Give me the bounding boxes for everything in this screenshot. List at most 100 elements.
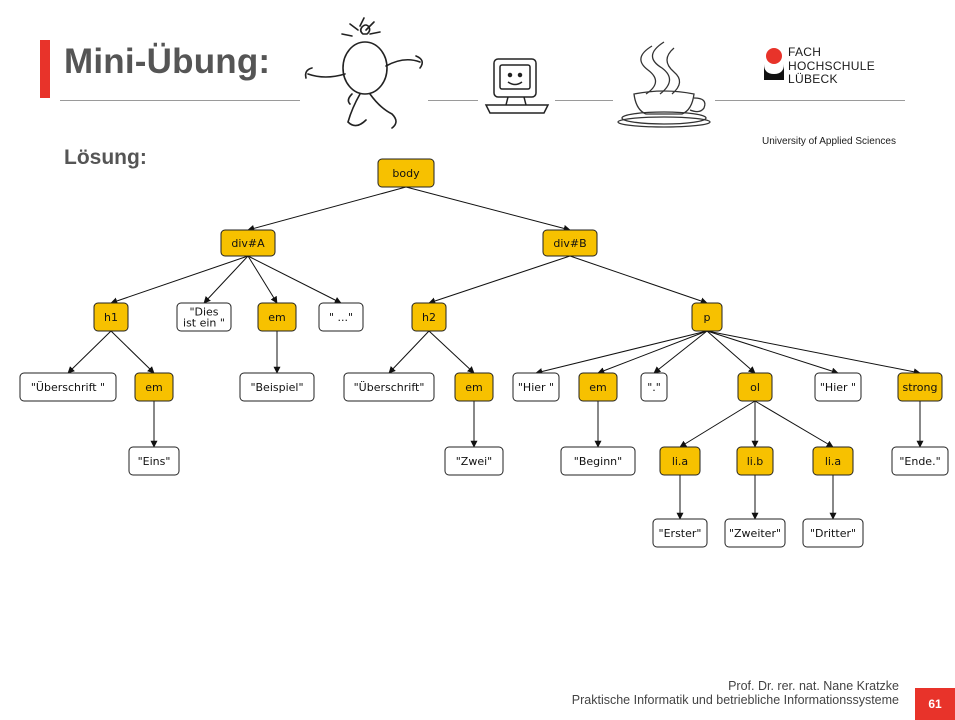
text-node: "Hier " [512,372,560,402]
node-box [736,446,774,476]
node-box [659,446,701,476]
node-label: "Eins" [138,455,171,468]
node-box [542,229,598,257]
node-label: "Dritter" [810,527,856,540]
node-label: p [704,311,711,324]
node-box [812,446,854,476]
text-node: "." [640,372,668,402]
tree-edge [597,330,708,375]
logo-tagline: University of Applied Sciences [762,136,896,147]
divider-line [715,100,905,101]
university-logo: FACH HOCHSCHULE LÜBECK University of App… [762,45,952,147]
element-node: h1 [93,302,129,332]
node-box [343,372,435,402]
logo-line: HOCHSCHULE [788,58,876,73]
node-label: strong [902,381,937,394]
tree-edge [203,255,249,304]
tree-edge [110,255,249,305]
node-label: li.a [825,455,841,468]
page-number-badge: 61 [915,688,955,720]
text-node: "Ende." [891,446,949,476]
node-label: h1 [104,311,118,324]
element-node: strong [897,372,943,402]
text-node: "Beispiel" [239,372,315,402]
node-label: "Beginn" [574,455,622,468]
logo-line: FACH [788,45,822,59]
node-box [814,372,862,402]
element-node: div#A [220,229,276,257]
tree-edge [706,330,756,374]
text-node: "Beginn" [560,446,636,476]
text-node: "Erster" [652,518,708,548]
node-box [560,446,636,476]
node-box [377,158,435,188]
element-node: li.a [659,446,701,476]
tree-edge [569,255,708,305]
text-node: "Eins" [128,446,180,476]
text-node: "Überschrift " [19,372,117,402]
node-label: ol [750,381,760,394]
node-box [93,302,129,332]
element-node: li.b [736,446,774,476]
node-box [128,446,180,476]
tree-edge [247,255,278,304]
logo-text: FACH HOCHSCHULE LÜBECK [788,45,876,87]
node-box [19,372,117,402]
page-title: Mini-Übung: [64,42,271,81]
node-box [724,518,786,548]
node-box [640,372,668,402]
text-node: "Dritter" [802,518,864,548]
element-node: h2 [411,302,447,332]
node-label: "Hier " [518,381,554,394]
text-node: "Überschrift" [343,372,435,402]
node-label: ist ein " [183,317,225,330]
footer-author: Prof. Dr. rer. nat. Nane Kratzke [728,679,899,693]
node-box [444,446,504,476]
node-box [652,518,708,548]
element-node: em [454,372,494,402]
node-label: body [392,167,420,180]
node-box [802,518,864,548]
footer-course: Praktische Informatik und betriebliche I… [571,693,899,707]
section-subtitle: Lösung: [64,146,147,169]
tree-edge [67,330,112,374]
node-label: em [589,381,606,394]
node-label: "Hier " [820,381,856,394]
node-label: "Überschrift " [31,381,105,394]
tree-edge [535,330,708,375]
tree-edge [679,400,756,448]
text-node: " ..." [318,302,364,332]
element-node: ol [737,372,773,402]
tree-edge [653,330,708,374]
node-label: div#B [553,237,586,250]
node-label: "Erster" [659,527,702,540]
tree-edge [706,330,839,375]
node-label: li.a [672,455,688,468]
computer-icon [484,58,550,114]
tree-edge [110,330,155,374]
fh-luebeck-logo-icon [764,48,784,80]
node-box [411,302,447,332]
node-box [897,372,943,402]
java-coffee-cup-icon [617,41,711,128]
tree-edge [754,400,834,448]
node-box [737,372,773,402]
title-underline [60,100,300,101]
node-box [891,446,949,476]
node-box [318,302,364,332]
logo-line: LÜBECK [788,72,838,86]
node-label: "Dies [189,306,218,319]
thinking-figure-icon [304,17,424,129]
node-box [220,229,276,257]
node-label: em [465,381,482,394]
node-label: div#A [231,237,265,250]
element-node: li.a [812,446,854,476]
element-node: em [257,302,297,332]
node-label: "Beispiel" [250,381,303,394]
node-box [512,372,560,402]
node-label: em [145,381,162,394]
tree-edge [405,186,571,232]
